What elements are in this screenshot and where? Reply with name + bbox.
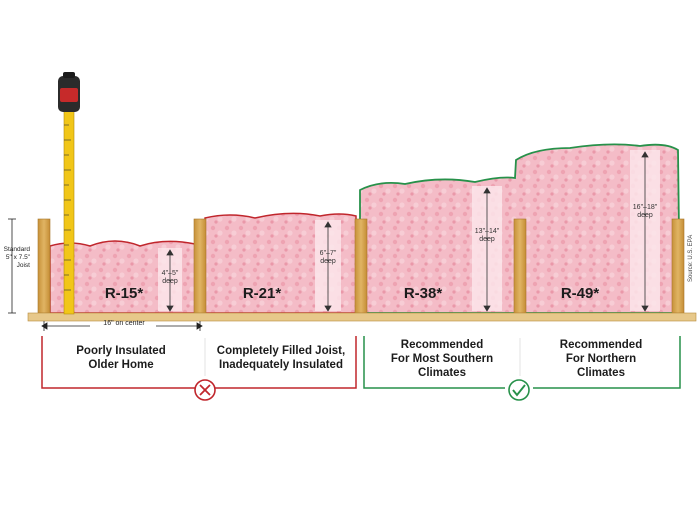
source-label: Source: U.S. EPA — [688, 234, 694, 282]
joist-size-label: Standard 5" x 7.5" Joist — [0, 246, 30, 270]
x-circle-icon — [194, 379, 216, 401]
joist — [193, 218, 207, 314]
joist-size-line1: Standard — [3, 246, 30, 253]
joists — [37, 218, 685, 314]
r-value-r21: R-21* — [242, 285, 282, 302]
bad-group-bracket — [41, 336, 357, 389]
depth-label-r21: 6"–7"deep — [319, 250, 337, 265]
spacing-dimension — [41, 321, 203, 331]
caption-r21: Completely Filled Joist,Inadequately Ins… — [216, 345, 346, 371]
spacing-label: 16" on center — [103, 320, 145, 327]
joist — [354, 218, 368, 314]
depth-label-r49: 16"–18"deep — [632, 204, 658, 219]
check-circle-icon — [508, 379, 530, 401]
joist — [37, 218, 51, 314]
good-group-bracket — [363, 336, 681, 389]
depth-label-r38: 13"–14"deep — [474, 228, 500, 243]
joist-size-line3: Joist — [16, 262, 30, 269]
joist-size-line2: 5" x 7.5" — [5, 254, 30, 261]
joist — [513, 218, 527, 314]
r-value-r15: R-15* — [104, 285, 144, 302]
joist-height-bracket — [8, 218, 16, 314]
r-value-r38: R-38* — [403, 285, 443, 302]
tape-measure-icon — [58, 72, 80, 315]
joist — [671, 218, 685, 314]
depth-arrows — [166, 151, 649, 312]
depth-label-r15: 4"–5"deep — [161, 270, 179, 285]
r-value-r49: R-49* — [560, 285, 600, 302]
ceiling-board — [27, 312, 697, 322]
